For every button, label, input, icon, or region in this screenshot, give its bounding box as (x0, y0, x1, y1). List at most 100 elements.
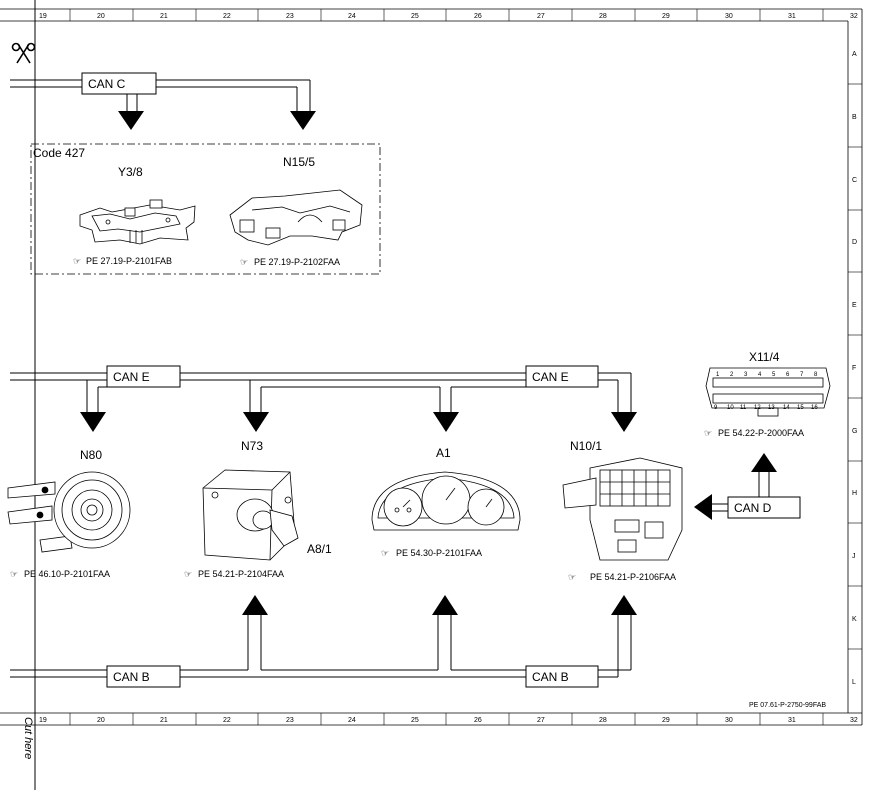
can-b-label-box (106, 665, 181, 688)
row-label: B (852, 114, 857, 121)
col-label: 28 (599, 13, 607, 20)
doc-ref-link[interactable]: PE 54.21-P-2106FAA (590, 572, 676, 582)
col-label: 20 (97, 13, 105, 20)
can-c-bus (10, 79, 311, 111)
col-label: 32 (850, 717, 858, 724)
pointing-hand-icon: ☞ (73, 256, 81, 266)
col-label: 22 (223, 717, 231, 724)
arrow-down-icon (80, 412, 106, 432)
arrow-down-icon (118, 111, 144, 130)
col-label: 29 (662, 13, 670, 20)
svg-text:14: 14 (783, 405, 790, 411)
col-label: 26 (474, 13, 482, 20)
code-box-label: Code 427 (33, 146, 85, 160)
arrow-up-icon (611, 595, 637, 615)
col-label: 22 (223, 13, 231, 20)
arrow-up-icon (432, 595, 458, 615)
ref-a1[interactable]: ☞ PE 54.30-P-2101FAA (381, 548, 482, 558)
arrow-down-icon (433, 412, 459, 432)
row-label: L (852, 679, 856, 686)
doc-ref-link[interactable]: PE 54.21-P-2104FAA (198, 569, 284, 579)
can-d-bus (712, 472, 770, 512)
arrow-down-icon (243, 412, 269, 432)
can-e-bus (10, 372, 632, 412)
component-id-n73: N73 (241, 439, 263, 453)
doc-ref-link[interactable]: PE 54.22-P-2000FAA (718, 428, 804, 438)
svg-text:15: 15 (797, 405, 804, 411)
row-label: D (852, 239, 857, 246)
component-id-n80: N80 (80, 448, 102, 462)
ignition-switch-illustration (202, 469, 299, 561)
pointing-hand-icon: ☞ (568, 572, 576, 582)
svg-text:7: 7 (800, 372, 804, 378)
svg-text:8: 8 (814, 372, 818, 378)
svg-text:9: 9 (714, 405, 718, 411)
fuse-relay-module-illustration (562, 457, 683, 561)
can-e-label-right: CAN E (532, 370, 569, 384)
col-label: 21 (160, 717, 168, 724)
pointing-hand-icon: ☞ (704, 428, 712, 438)
row-label: C (852, 177, 857, 184)
can-e-label-left: CAN E (113, 370, 150, 384)
svg-text:4: 4 (758, 372, 762, 378)
can-b-bus (10, 615, 632, 678)
col-label: 20 (97, 717, 105, 724)
doc-ref-link[interactable]: PE 46.10-P-2101FAA (24, 569, 110, 579)
component-id-x11-4: X11/4 (749, 350, 780, 364)
ref-n80[interactable]: ☞ PE 46.10-P-2101FAA (10, 569, 110, 579)
can-e-label-box (525, 365, 599, 388)
can-b-label-left: CAN B (113, 670, 150, 684)
svg-text:13: 13 (768, 405, 775, 411)
col-label: 23 (286, 717, 294, 724)
pointing-hand-icon: ☞ (10, 569, 18, 579)
row-labels: A B C D E F G H J K L (852, 51, 857, 686)
col-label: 25 (411, 13, 419, 20)
component-id-a8-1: A8/1 (307, 542, 332, 556)
component-id-y3-8: Y3/8 (118, 165, 143, 179)
doc-ref-link[interactable]: PE 27.19-P-2102FAA (254, 257, 340, 267)
arrow-left-icon (694, 494, 712, 520)
ref-y3-8[interactable]: ☞ PE 27.19-P-2101FAB (73, 256, 172, 266)
can-c-label: CAN C (88, 77, 126, 91)
ruler-ticks (34, 9, 862, 725)
svg-text:3: 3 (744, 372, 748, 378)
component-id-n10-1: N10/1 (570, 439, 602, 453)
cut-here-label: Cut here (22, 717, 34, 759)
col-label: 30 (725, 13, 733, 20)
col-label: 19 (39, 13, 47, 20)
col-label: 28 (599, 717, 607, 724)
arrow-down-icon (611, 412, 637, 432)
row-label: J (852, 553, 856, 560)
svg-text:6: 6 (786, 372, 790, 378)
ref-n73[interactable]: ☞ PE 54.21-P-2104FAA (184, 569, 284, 579)
ref-x11-4[interactable]: ☞ PE 54.22-P-2000FAA (704, 428, 804, 438)
code-427-box (30, 143, 381, 275)
svg-text:2: 2 (730, 372, 734, 378)
pointing-hand-icon: ☞ (184, 569, 192, 579)
valve-body-illustration (79, 199, 196, 245)
sheet-doc-reference: PE 07.61-P-2750-99FAB (749, 702, 826, 709)
can-d-label: CAN D (734, 501, 772, 515)
svg-text:16: 16 (811, 405, 818, 411)
row-label: E (852, 302, 857, 309)
col-label: 24 (348, 13, 356, 20)
x11-4-pin-numbers: 1 2 3 4 5 6 7 8 9 10 11 12 13 14 15 16 (714, 372, 818, 411)
svg-text:1: 1 (716, 372, 720, 378)
frame (0, 0, 863, 790)
svg-text:11: 11 (740, 405, 747, 411)
col-label: 27 (537, 13, 545, 20)
diagnostic-connector-illustration (705, 367, 831, 417)
can-b-label-box (525, 665, 599, 688)
col-label: 23 (286, 13, 294, 20)
can-b-label-right: CAN B (532, 670, 569, 684)
doc-ref-link[interactable]: PE 54.30-P-2101FAA (396, 548, 482, 558)
instrument-cluster-illustration (371, 471, 521, 531)
col-label: 29 (662, 717, 670, 724)
ref-n15-5[interactable]: ☞ PE 27.19-P-2102FAA (240, 257, 340, 267)
ref-n10-1[interactable]: ☞ PE 54.21-P-2106FAA (568, 572, 676, 582)
doc-ref-link[interactable]: PE 27.19-P-2101FAB (86, 256, 172, 266)
can-c-label-box (81, 72, 157, 95)
steering-column-module-illustration (7, 471, 131, 553)
